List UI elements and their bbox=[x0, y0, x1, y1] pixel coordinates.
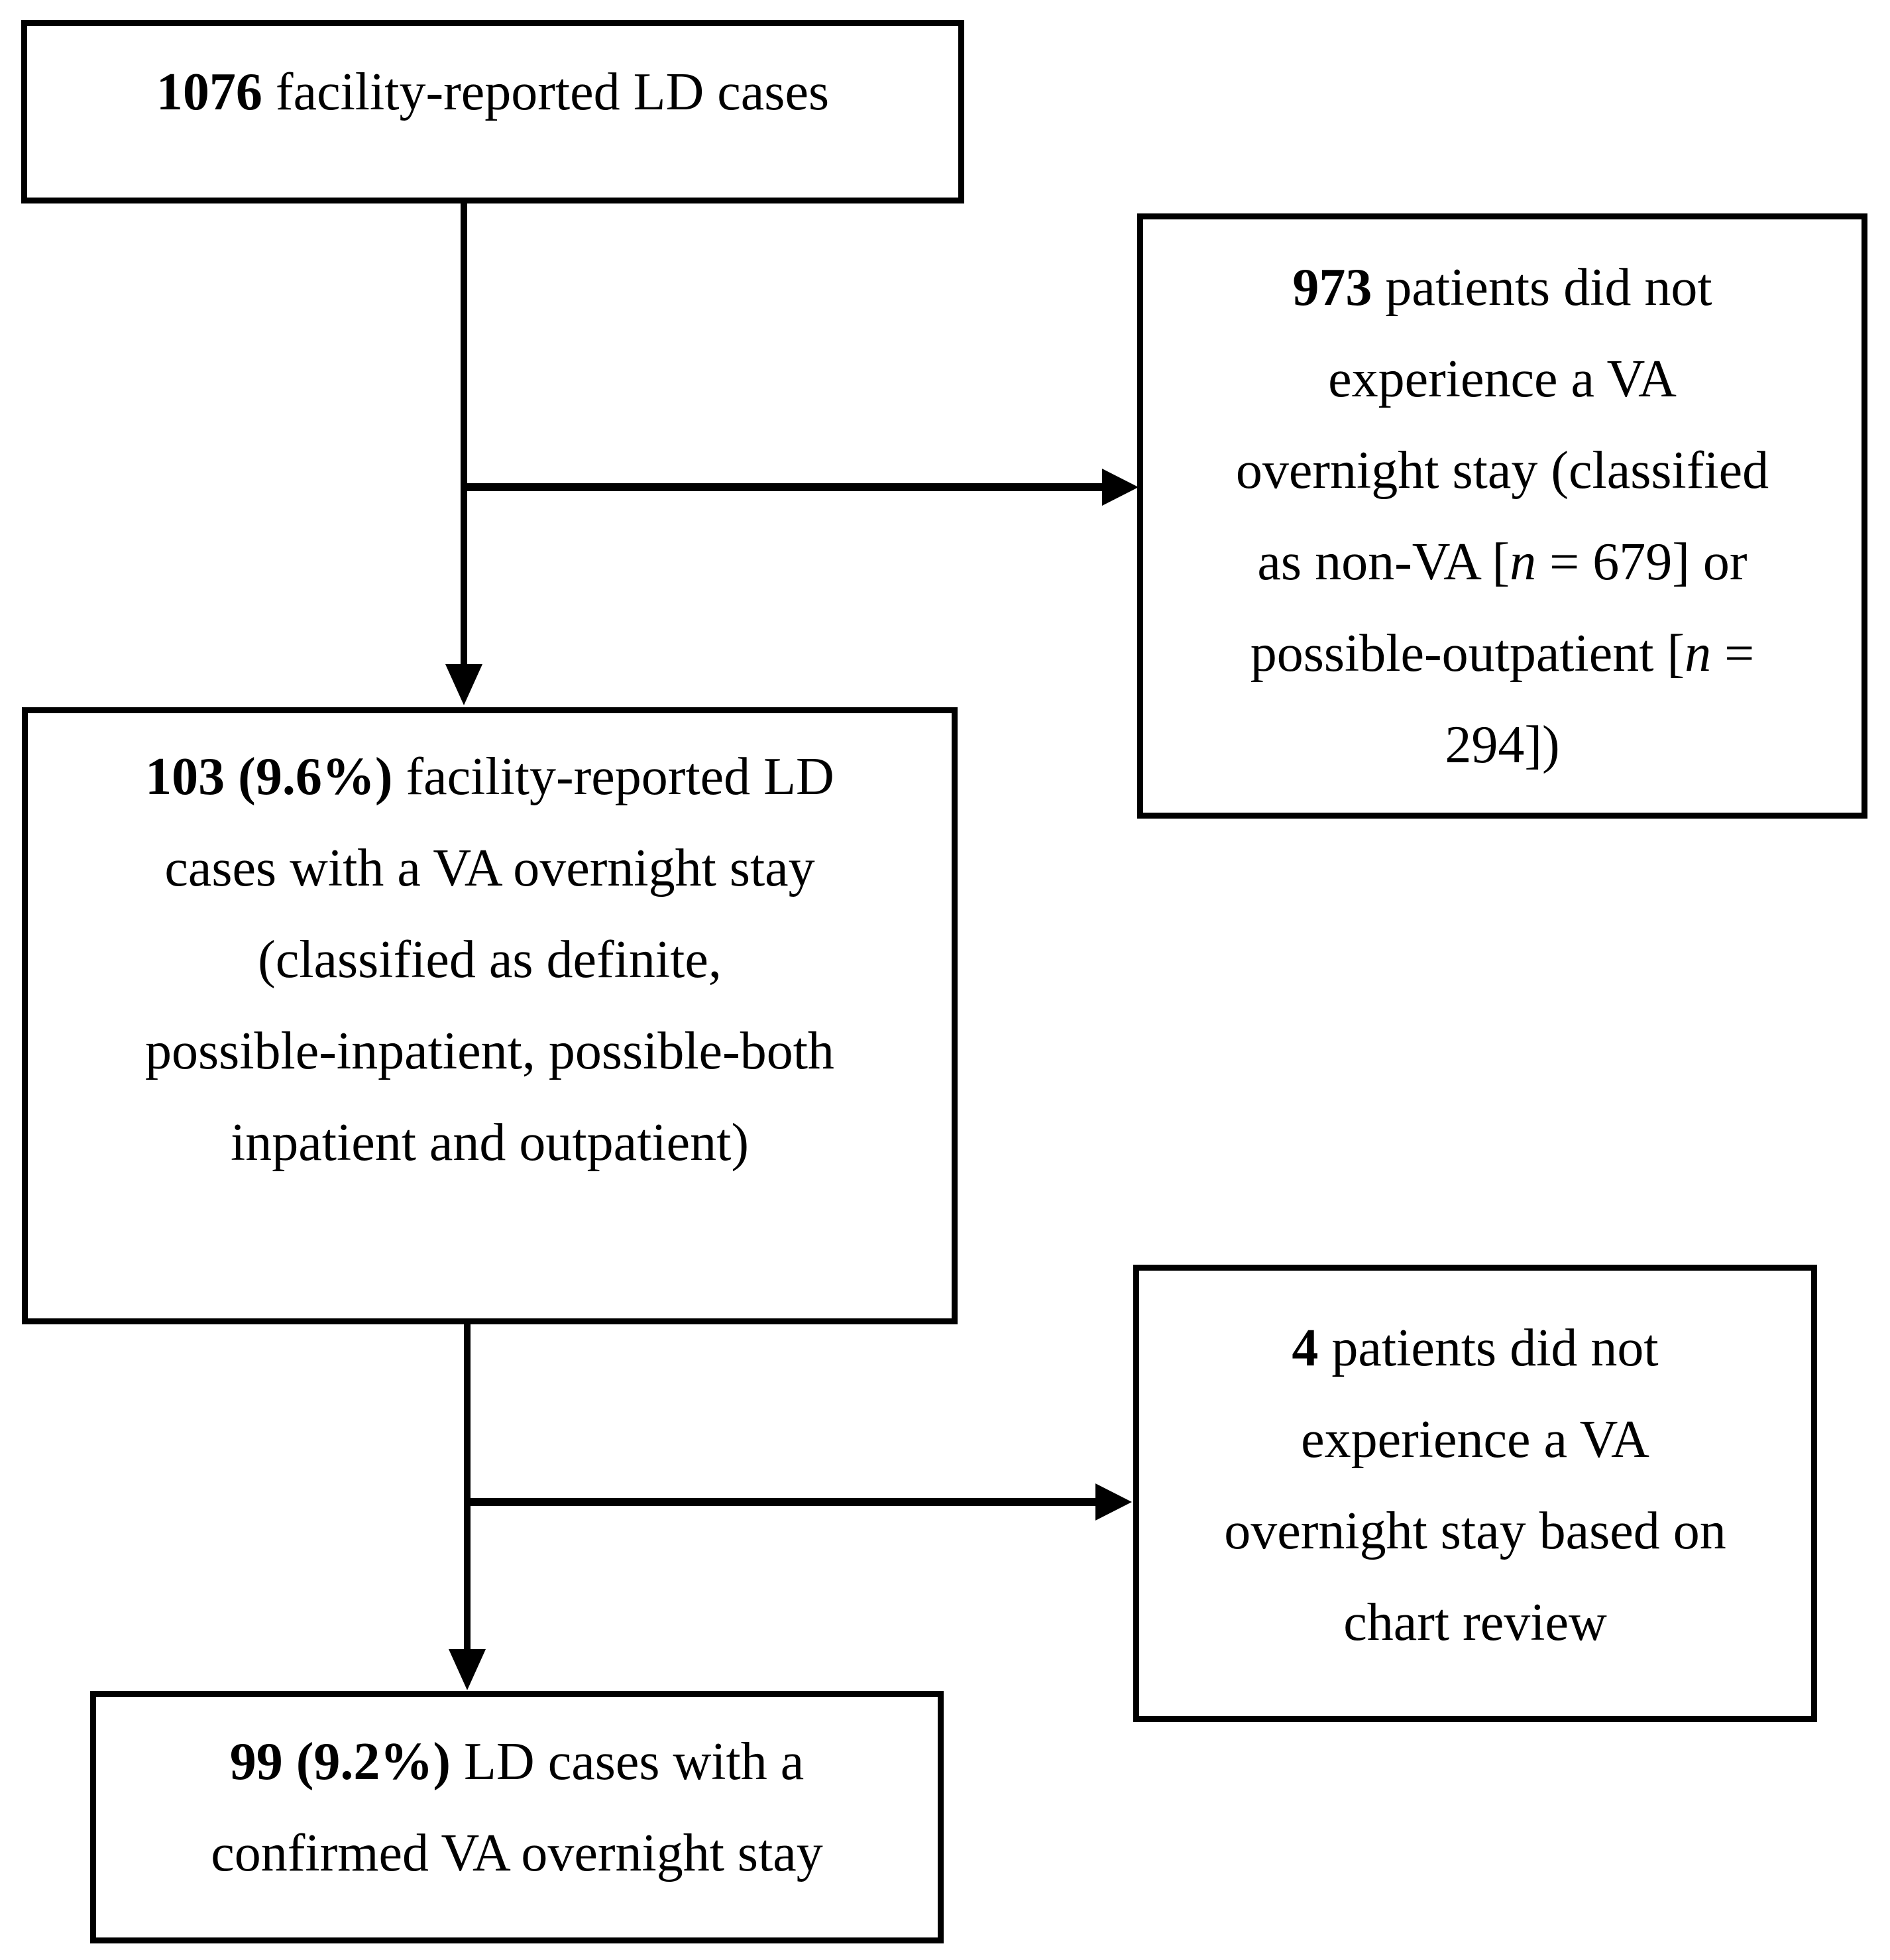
text-line: 99 (9.2%) LD cases with a bbox=[230, 1716, 804, 1808]
text-segment: as non-VA [ bbox=[1257, 532, 1510, 591]
text-line: cases with a VA overnight stay bbox=[164, 823, 814, 914]
text-line: inpatient and outpatient) bbox=[231, 1097, 749, 1188]
text-line: 973 patients did not bbox=[1292, 242, 1712, 333]
text-segment: n bbox=[1510, 532, 1537, 591]
box-no-va-overnight-stay: 973 patients did not experience a VA ove… bbox=[1137, 213, 1867, 819]
text-line: possible-outpatient [n = bbox=[1251, 608, 1755, 699]
text-line: 4 patients did not bbox=[1292, 1302, 1658, 1394]
text-segment: chart review bbox=[1343, 1593, 1607, 1652]
text-segment: cases with a VA overnight stay bbox=[164, 838, 815, 897]
text-segment: experience a VA bbox=[1328, 349, 1677, 408]
arrow-total-to-va-stay-stem bbox=[461, 203, 467, 665]
text-segment: 99 (9.2%) bbox=[229, 1732, 451, 1791]
text-segment: patients did not bbox=[1318, 1318, 1659, 1377]
arrow-va-stay-to-confirmed-stem bbox=[464, 1324, 471, 1650]
text-segment: possible-inpatient, possible-both bbox=[145, 1021, 834, 1080]
box-va-overnight-stay-cases: 103 (9.6%) facility-reported LD cases wi… bbox=[22, 707, 958, 1324]
text-segment: possible-outpatient [ bbox=[1250, 624, 1685, 683]
text-line: 294]) bbox=[1445, 699, 1559, 791]
text-line: 103 (9.6%) facility-reported LD bbox=[145, 731, 834, 823]
text-segment: 103 (9.6%) bbox=[145, 747, 393, 806]
text-segment: inpatient and outpatient) bbox=[231, 1113, 749, 1172]
box-total-cases: 1076 facility-reported LD cases bbox=[21, 20, 964, 203]
text-line: experience a VA bbox=[1301, 1394, 1649, 1485]
text-line: overnight stay (classified bbox=[1236, 425, 1769, 516]
text-segment: facility-reported LD cases bbox=[262, 62, 830, 121]
text-segment: patients did not bbox=[1372, 258, 1712, 317]
text-line: possible-inpatient, possible-both bbox=[145, 1006, 834, 1097]
right-arrowhead-icon bbox=[1102, 469, 1139, 506]
text-line: experience a VA bbox=[1328, 333, 1677, 425]
text-segment: = 679] or bbox=[1536, 532, 1748, 591]
down-arrowhead-icon bbox=[445, 664, 482, 705]
text-segment: facility-reported LD bbox=[392, 747, 834, 806]
box-confirmed-va-overnight-stay: 99 (9.2%) LD cases with a confirmed VA o… bbox=[90, 1691, 944, 1943]
text-segment: LD cases with a bbox=[451, 1732, 805, 1791]
text-line: 1076 facility-reported LD cases bbox=[156, 46, 829, 138]
box-no-stay-chart-review: 4 patients did not experience a VA overn… bbox=[1133, 1265, 1817, 1722]
text-segment: overnight stay (classified bbox=[1235, 441, 1769, 500]
right-arrowhead-icon bbox=[1095, 1483, 1132, 1521]
text-segment: confirmed VA overnight stay bbox=[211, 1823, 823, 1882]
text-line: as non-VA [n = 679] or bbox=[1257, 516, 1747, 608]
text-line: chart review bbox=[1343, 1577, 1607, 1668]
text-line: overnight stay based on bbox=[1224, 1485, 1726, 1577]
text-segment: overnight stay based on bbox=[1224, 1501, 1726, 1560]
text-line: (classified as definite, bbox=[258, 914, 722, 1006]
text-segment: 1076 bbox=[156, 62, 262, 121]
down-arrowhead-icon bbox=[449, 1649, 486, 1690]
arrow-branch-to-chart-review-stem bbox=[464, 1498, 1097, 1506]
arrow-branch-to-no-va-stay-stem bbox=[464, 483, 1103, 491]
text-segment: (classified as definite, bbox=[258, 930, 722, 989]
text-segment: 294]) bbox=[1445, 715, 1560, 774]
text-segment: n bbox=[1685, 624, 1712, 683]
text-segment: = bbox=[1711, 624, 1755, 683]
text-segment: experience a VA bbox=[1301, 1410, 1649, 1469]
text-line: confirmed VA overnight stay bbox=[211, 1808, 823, 1899]
text-segment: 4 bbox=[1292, 1318, 1319, 1377]
text-segment: 973 bbox=[1292, 258, 1372, 317]
